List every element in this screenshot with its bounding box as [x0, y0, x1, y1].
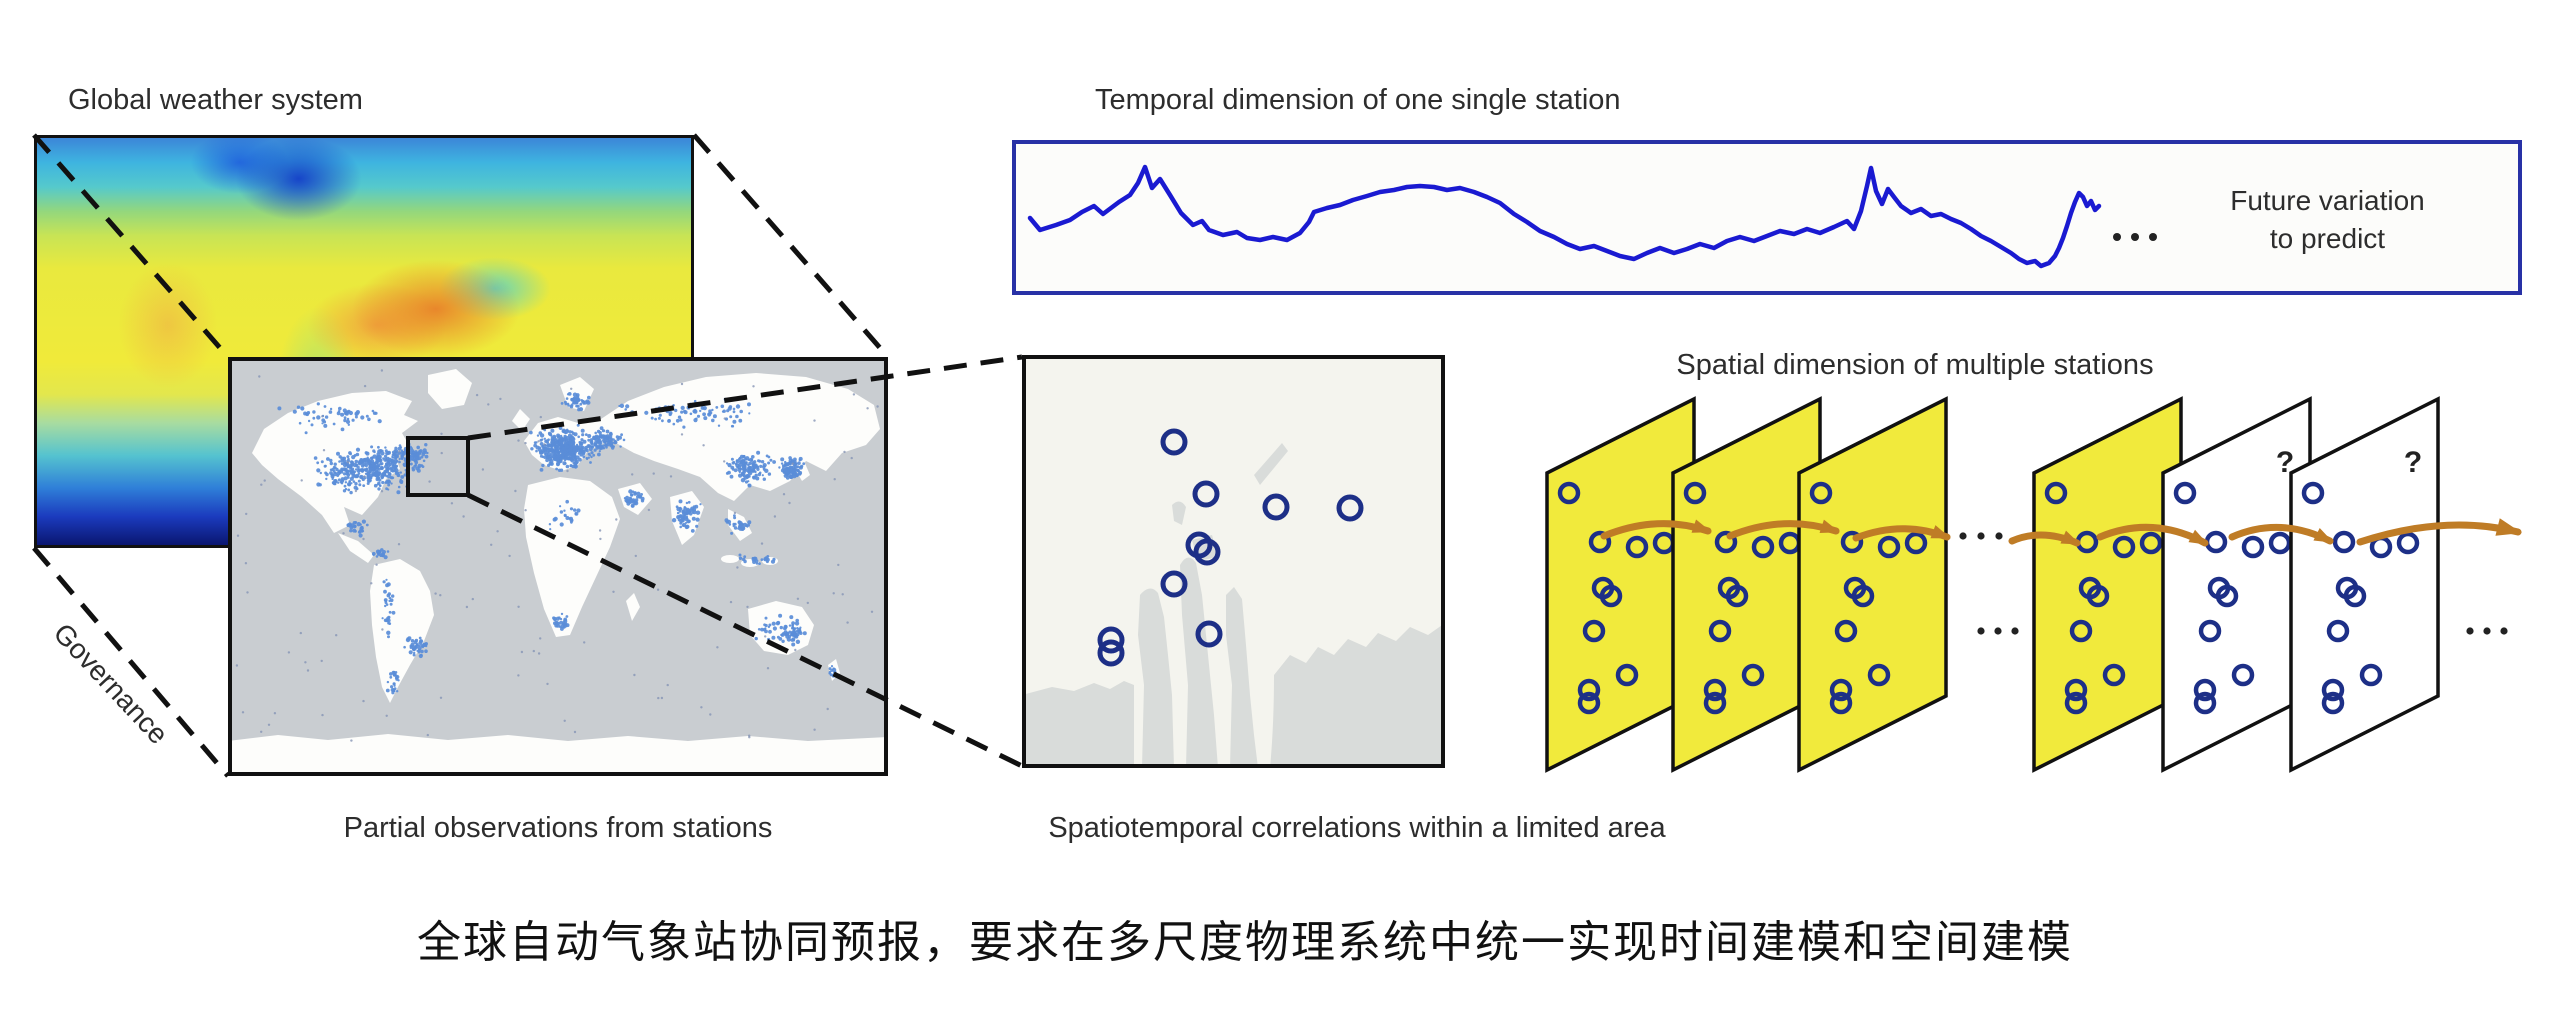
observations-caption: Partial observations from stations: [343, 812, 773, 844]
greenland: [428, 369, 472, 409]
global-weather-title: Global weather system: [68, 84, 363, 116]
temporal-chart-box: [1012, 140, 2522, 295]
spatial-panels: ??: [1545, 396, 2522, 773]
future-variation-line1: Future variation: [2230, 185, 2425, 216]
bottom-caption: 全球自动气象站协同预报，要求在多尺度物理系统中统一实现时间建模和空间建模: [417, 918, 2073, 967]
governance-label: Governance: [47, 617, 175, 751]
bay-peninsula: [1180, 557, 1218, 768]
south-america: [370, 559, 434, 703]
indonesia-island: [721, 555, 739, 563]
bay-peninsula: [1226, 587, 1258, 768]
coast-right: [1270, 623, 1445, 768]
limited-area-land: [1022, 443, 1445, 768]
future-variation-note: Future variation to predict: [2210, 182, 2445, 258]
future-variation-line2: to predict: [2269, 222, 2386, 254]
svg-text:?: ?: [2404, 446, 2422, 479]
temporal-line-chart: [1027, 164, 2157, 269]
limited-area-station-circles: [1097, 428, 1364, 667]
svg-text:?: ?: [2276, 446, 2294, 479]
bay-peninsula: [1138, 588, 1174, 768]
korea: [778, 465, 786, 481]
spatial-title: Spatial dimension of multiple stations: [1676, 349, 2154, 381]
limited-area-caption: Spatiotemporal correlations within a lim…: [1048, 812, 1666, 844]
zoom-region-rectangle: [406, 436, 470, 497]
antarctica: [228, 734, 888, 776]
limited-area-frame: [1022, 355, 1445, 768]
coast-sliver: [1254, 443, 1288, 485]
central-america: [338, 533, 374, 563]
limited-area-map: [1022, 355, 1445, 768]
coast-left: [1022, 681, 1134, 768]
north-america: [252, 391, 418, 533]
temporal-title: Temporal dimension of one single station: [1095, 84, 1621, 116]
stations-world-map: [228, 357, 888, 776]
bay-island: [1172, 501, 1186, 525]
